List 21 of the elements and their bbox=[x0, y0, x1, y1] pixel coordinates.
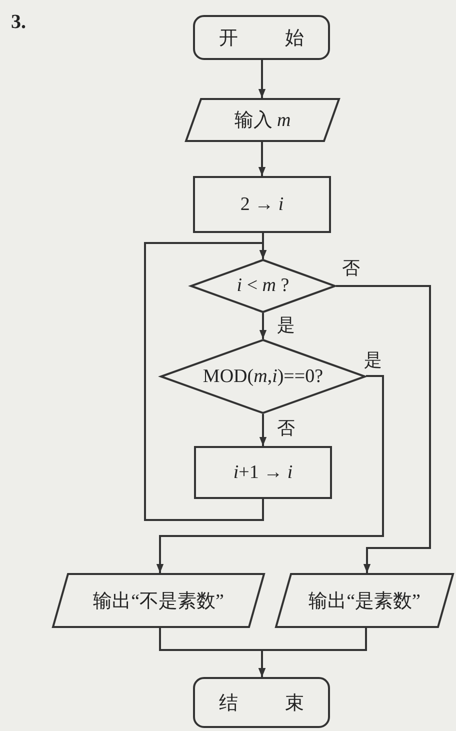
terminal-box: 结 束 bbox=[193, 677, 330, 728]
arrow bbox=[144, 242, 267, 521]
terminal-box: 开 始 bbox=[193, 15, 330, 60]
arrow bbox=[259, 414, 267, 446]
decision-diamond: i < m ? bbox=[190, 259, 336, 313]
arrow bbox=[258, 60, 266, 98]
arrow bbox=[258, 142, 266, 176]
io-parallelogram: 输出“是素数” bbox=[275, 573, 454, 628]
edge-label: 否 bbox=[341, 258, 361, 278]
io-parallelogram: 输出“不是素数” bbox=[52, 573, 265, 628]
edge-label: 是 bbox=[363, 350, 383, 370]
edge-label: 否 bbox=[276, 418, 296, 438]
arrow bbox=[336, 285, 431, 573]
decision-diamond: MOD(m,i)==0? bbox=[160, 339, 366, 414]
edge-label: 是 bbox=[276, 315, 296, 335]
arrow bbox=[259, 313, 267, 339]
arrow bbox=[258, 628, 367, 677]
io-parallelogram: 输入 m bbox=[185, 98, 340, 142]
arrow bbox=[156, 375, 384, 573]
process-box: 2 → i bbox=[193, 176, 331, 233]
process-box: i+1 → i bbox=[194, 446, 332, 499]
